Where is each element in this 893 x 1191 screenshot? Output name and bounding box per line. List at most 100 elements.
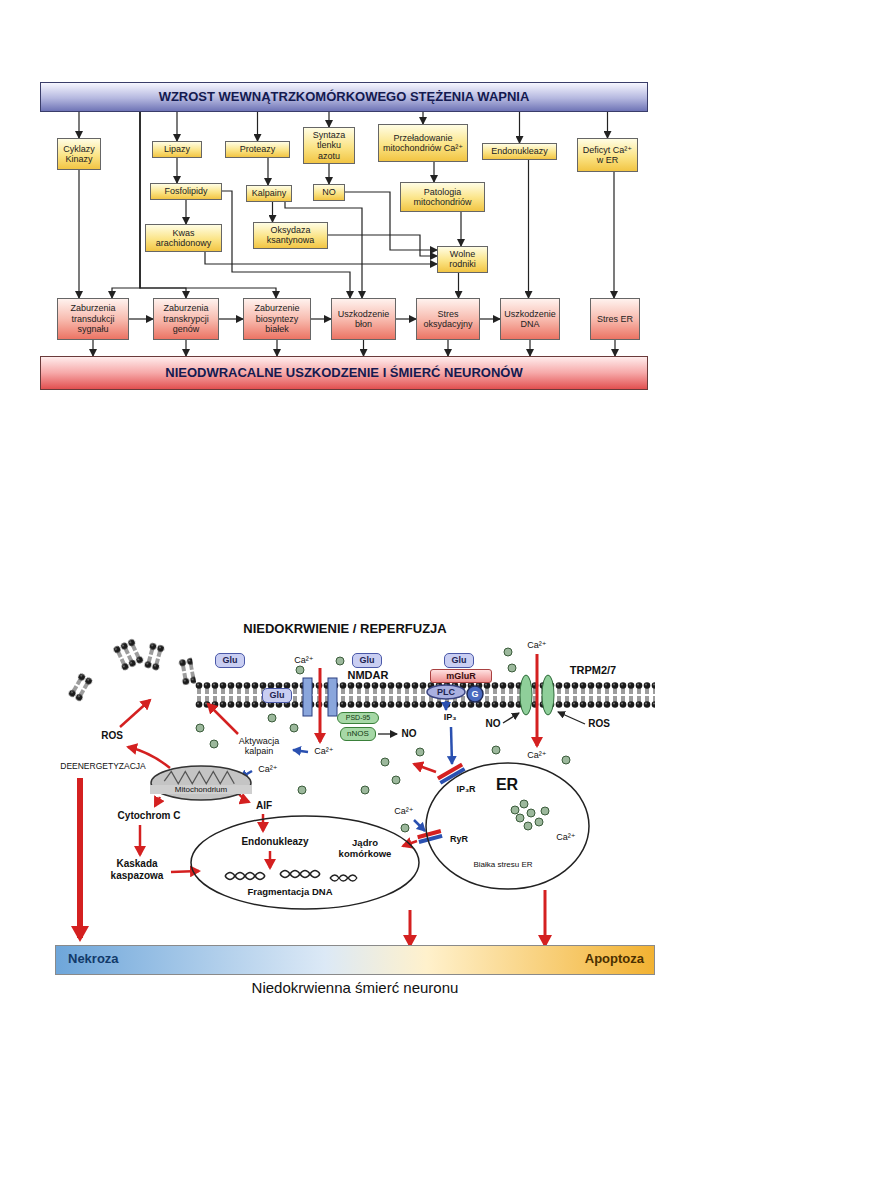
connector-arrow: [529, 340, 530, 356]
node-text: Uszkodzenie błon: [335, 309, 392, 330]
connector-arrow: [460, 212, 461, 246]
node-text: Oksydaza ksantynowa: [257, 225, 324, 246]
diagram-label: Ca²⁺: [290, 655, 318, 665]
connector-arrow: [311, 318, 331, 319]
connector-arrow: [363, 340, 364, 356]
node-outline: [164, 771, 234, 783]
calcium-ion: [196, 724, 204, 732]
node-text: Glu: [360, 655, 375, 665]
diagram-label: Ca²⁺: [523, 750, 551, 760]
connector-arrow: [257, 112, 258, 141]
connector-arrow: [176, 112, 177, 141]
node-text: NIEODWRACALNE USZKODZENIE I ŚMIERĆ NEURO…: [165, 366, 523, 381]
effect-box: Stres ER: [590, 298, 640, 340]
dna-fragment: [280, 871, 320, 878]
node-text: Nekroza: [68, 952, 158, 967]
node-text: PSD-95: [346, 714, 371, 722]
endoplasmic-reticulum: ERCa²⁺Białka stresu ER: [425, 762, 590, 890]
connector-arrow: [78, 170, 79, 298]
er-receptor: [417, 829, 443, 844]
node-text: Zaburzenia transdukcji sygnału: [61, 303, 125, 334]
connector-arrow: [613, 172, 614, 298]
node-text: PLC: [437, 687, 455, 697]
pathway-arrow: [120, 700, 150, 727]
outcome-band: NIEODWRACALNE USZKODZENIE I ŚMIERĆ NEURO…: [40, 356, 648, 390]
connector-arrow: [276, 340, 277, 356]
connector-arrow: [447, 340, 448, 356]
necrosis-apoptosis-scale: NekrozaApoptoza: [55, 945, 655, 975]
g-protein-circle: G: [466, 685, 484, 703]
dna-fragment: [330, 875, 357, 881]
effect-box: Uszkodzenie DNA: [500, 298, 560, 340]
node-outline: [427, 685, 465, 699]
pathway-arrow: [503, 713, 519, 723]
connector-arrow: [185, 200, 186, 224]
node-text: Deficyt Ca²⁺ w ER: [581, 145, 634, 166]
glutamate-oval: Glu: [444, 653, 474, 668]
pathway-arrow: [445, 701, 448, 710]
diagram-label: DEENERGETYZACJA: [56, 762, 150, 772]
pathway-arrow: [319, 668, 322, 742]
diagram-label: Ca²⁺: [310, 746, 338, 756]
diagram-label: IP₃R: [452, 784, 480, 794]
calcium-ion: [562, 756, 570, 764]
effect-box: Zaburzenia transdukcji sygnału: [57, 298, 129, 340]
node-text: Lipazy: [164, 144, 190, 154]
effect-box: Uszkodzenie błon: [331, 298, 396, 340]
connector-arrow: [185, 340, 186, 356]
connector-arrow: [267, 158, 268, 185]
connector-arrow: [78, 112, 79, 138]
receptor-box: mGluR: [430, 669, 492, 683]
calcium-ion: [290, 724, 298, 732]
diagram-label: Ca²⁺: [523, 640, 551, 650]
glutamate-oval: Glu: [262, 688, 292, 703]
process-box: Proteazy: [225, 141, 290, 158]
node-text: ER: [487, 776, 527, 794]
calcium-ion: [535, 818, 543, 826]
connector-arrow: [458, 273, 459, 298]
diagram-label: NO: [484, 718, 502, 730]
diagram-title: NIEDOKRWIENIE / REPERFUZJA: [200, 622, 490, 637]
node-text: Patologia mitochondriów: [404, 187, 481, 208]
cell-membrane: [67, 638, 655, 708]
pathway-arrow: [80, 654, 585, 938]
dna-fragment: [225, 871, 357, 882]
process-box: Przeładowanie mitochondriów Ca²⁺: [378, 124, 468, 162]
process-box: NO: [313, 184, 345, 201]
pathway-arrow: [536, 654, 539, 746]
node-text: Endonukleazy: [491, 146, 548, 156]
process-box: Deficyt Ca²⁺ w ER: [577, 138, 638, 172]
node-text: Syntaza tlenku azotu: [307, 130, 351, 161]
calcium-ion: [492, 746, 500, 754]
node-text: Wolne rodniki: [441, 249, 484, 270]
cell-nucleus: EndonukleazyJądro komórkoweFragmentacja …: [190, 815, 420, 910]
pathway-arrow: [139, 825, 142, 855]
process-box: Patologia mitochondriów: [400, 182, 485, 212]
connector-arrow: [92, 340, 93, 356]
node-text: WZROST WEWNĄTRZKOMÓRKOWEGO STĘŻENIA WAPN…: [159, 90, 530, 105]
diagram-label: TRPM2/7: [563, 664, 623, 677]
cell-membrane: [112, 638, 145, 672]
calcium-ion: [416, 748, 424, 756]
calcium-ion: [527, 809, 535, 817]
diagram-caption: Niedokrwienna śmierć neuronu: [200, 979, 510, 996]
node-text: Zaburzenie biosyntezy białek: [247, 303, 307, 334]
node-text: Uszkodzenie DNA: [504, 309, 556, 330]
calcium-ion: [511, 806, 519, 814]
process-box: Kwas arachidonowy: [145, 224, 222, 252]
pathway-arrow: [77, 778, 83, 938]
node-text: Kalpainy: [252, 188, 287, 198]
enzyme-oval: PLC: [426, 684, 466, 700]
dna-fragment: [330, 875, 357, 881]
calcium-ion: [508, 664, 516, 672]
calcium-ion: [210, 740, 218, 748]
node-outline: [151, 766, 251, 800]
node-text: Cyklazy Kinazy: [61, 144, 97, 165]
pathway-arrow: [208, 704, 238, 734]
dna-fragment: [225, 873, 265, 880]
calcium-ion: [381, 758, 389, 766]
effect-box: Zaburzenie biosyntezy białek: [243, 298, 311, 340]
process-box: Endonukleazy: [482, 143, 557, 160]
pathway-arrow: [451, 727, 452, 764]
